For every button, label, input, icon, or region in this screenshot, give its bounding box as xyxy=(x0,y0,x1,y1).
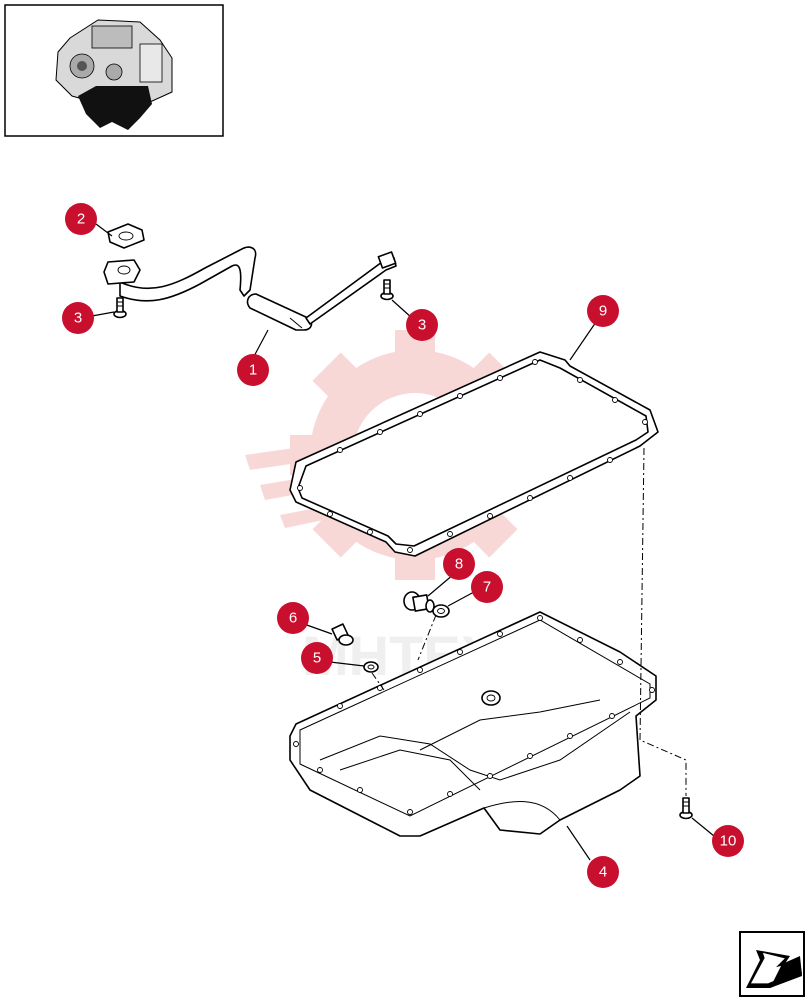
next-page-arrow-icon xyxy=(746,950,802,988)
callout-5[interactable]: 5 xyxy=(301,642,333,674)
next-page-button[interactable] xyxy=(739,931,805,997)
gasket-bolt-holes xyxy=(297,359,648,553)
bolt-left xyxy=(113,297,127,319)
oil-pan xyxy=(289,611,657,837)
callout-2[interactable]: 2 xyxy=(65,203,97,235)
callout-3-left[interactable]: 3 xyxy=(62,302,94,334)
callout-1-label: 1 xyxy=(249,362,257,379)
bolt-right xyxy=(380,279,394,301)
sealing-washer-small xyxy=(363,661,379,673)
callout-3-left-label: 3 xyxy=(74,310,82,327)
callout-2-label: 2 xyxy=(77,211,85,228)
flange-gasket xyxy=(107,223,145,249)
callout-5-label: 5 xyxy=(313,650,321,667)
callout-3-right-label: 3 xyxy=(418,317,426,334)
pan-bolt-holes xyxy=(293,615,655,815)
callout-4-label: 4 xyxy=(599,864,607,881)
drain-plug-large xyxy=(403,591,435,613)
callout-10-label: 10 xyxy=(720,833,737,850)
pan-bolt xyxy=(679,797,693,820)
drain-plug-small xyxy=(331,623,354,646)
callout-10[interactable]: 10 xyxy=(712,825,744,857)
oil-pan-gasket xyxy=(289,351,659,557)
sealing-washer-large xyxy=(432,604,450,618)
callout-9-label: 9 xyxy=(599,303,607,320)
callout-4[interactable]: 4 xyxy=(587,856,619,888)
callout-6[interactable]: 6 xyxy=(277,602,309,634)
callout-9[interactable]: 9 xyxy=(587,295,619,327)
engine-thumbnail-icon xyxy=(55,19,173,130)
callout-1[interactable]: 1 xyxy=(237,354,269,386)
callout-7-label: 7 xyxy=(483,579,491,596)
callout-8-label: 8 xyxy=(455,556,463,573)
callout-3-right[interactable]: 3 xyxy=(406,309,438,341)
callout-7[interactable]: 7 xyxy=(471,571,503,603)
callout-8[interactable]: 8 xyxy=(443,548,475,580)
callout-6-label: 6 xyxy=(289,610,297,627)
oil-pickup-tube xyxy=(103,246,397,331)
engine-thumbnail[interactable] xyxy=(4,4,224,137)
assembly-lines xyxy=(371,447,687,796)
